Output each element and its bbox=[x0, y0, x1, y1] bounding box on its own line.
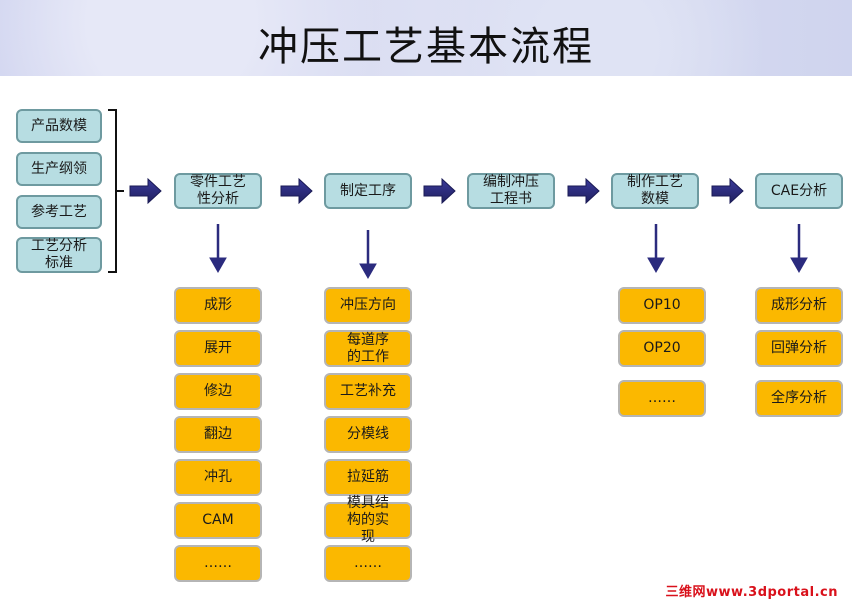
input-box-product-model: 产品数模 bbox=[16, 109, 102, 143]
item-label: 修边 bbox=[204, 383, 232, 399]
down-arrow-icon bbox=[359, 263, 377, 280]
item-box-pierce: 冲孔 bbox=[174, 459, 262, 496]
watermark: 三维网www.3dportal.cn bbox=[665, 585, 838, 600]
input-bracket bbox=[108, 109, 124, 273]
stage-label: 零件工艺性分析 bbox=[190, 174, 246, 207]
stage-box-part-analysis: 零件工艺性分析 bbox=[174, 173, 262, 209]
item-label: OP20 bbox=[643, 340, 681, 356]
down-arrow-icon bbox=[647, 257, 665, 274]
page-title: 冲压工艺基本流程 bbox=[258, 24, 594, 70]
item-label: 冲压方向 bbox=[340, 297, 396, 313]
item-label: 翻边 bbox=[204, 426, 232, 442]
item-box-stamping-direction: 冲压方向 bbox=[324, 287, 412, 324]
input-box-production-plan: 生产纲领 bbox=[16, 152, 102, 186]
item-box-unfold: 展开 bbox=[174, 330, 262, 367]
stage-box-process-document: 编制冲压工程书 bbox=[467, 173, 555, 209]
item-label: 展开 bbox=[204, 340, 232, 356]
input-box-analysis-standard: 工艺分析标准 bbox=[16, 237, 102, 273]
item-box-die-structure: 模具结构的实现 bbox=[324, 495, 412, 545]
stage-label: 制作工艺数模 bbox=[627, 174, 683, 207]
item-label: 全序分析 bbox=[771, 390, 827, 406]
item-box-op20: OP20 bbox=[618, 330, 706, 367]
item-label: 工艺补充 bbox=[340, 383, 396, 399]
item-box-springback-analysis: 回弹分析 bbox=[755, 330, 843, 367]
item-label: 冲孔 bbox=[204, 469, 232, 485]
item-label: 成形 bbox=[204, 297, 232, 313]
stage-label: CAE分析 bbox=[770, 182, 828, 199]
item-box-more: …… bbox=[618, 380, 706, 417]
item-box-operation-work: 每道序的工作 bbox=[324, 330, 412, 367]
right-arrow-icon bbox=[129, 177, 162, 205]
item-label: 分模线 bbox=[347, 426, 389, 442]
stage-box-cae-analysis: CAE分析 bbox=[755, 173, 843, 209]
item-box-trim: 修边 bbox=[174, 373, 262, 410]
item-box-draw-bead: 拉延筋 bbox=[324, 459, 412, 496]
item-label: 拉延筋 bbox=[347, 469, 389, 485]
stage-box-process-model: 制作工艺数模 bbox=[611, 173, 699, 209]
item-label: …… bbox=[648, 390, 676, 406]
item-label: OP10 bbox=[643, 297, 681, 313]
title-banner bbox=[0, 0, 852, 76]
item-box-more: …… bbox=[324, 545, 412, 582]
input-box-reference-process: 参考工艺 bbox=[16, 195, 102, 229]
item-box-parting-line: 分模线 bbox=[324, 416, 412, 453]
right-arrow-icon bbox=[711, 177, 744, 205]
item-box-cam: CAM bbox=[174, 502, 262, 539]
item-box-full-process-analysis: 全序分析 bbox=[755, 380, 843, 417]
stage-label: 编制冲压工程书 bbox=[483, 174, 539, 207]
input-label: 生产纲领 bbox=[31, 160, 87, 177]
stage-box-define-operations: 制定工序 bbox=[324, 173, 412, 209]
item-label: …… bbox=[204, 555, 232, 571]
item-label: 每道序的工作 bbox=[347, 331, 389, 365]
item-box-more: …… bbox=[174, 545, 262, 582]
item-box-flange: 翻边 bbox=[174, 416, 262, 453]
input-label: 产品数模 bbox=[31, 117, 87, 134]
item-box-addendum: 工艺补充 bbox=[324, 373, 412, 410]
item-label: CAM bbox=[202, 512, 234, 528]
item-label: 模具结构的实现 bbox=[347, 495, 389, 545]
right-arrow-icon bbox=[567, 177, 600, 205]
input-label: 工艺分析标准 bbox=[31, 238, 87, 271]
item-label: 成形分析 bbox=[771, 297, 827, 313]
down-arrow-icon bbox=[209, 257, 227, 274]
item-box-forming-analysis: 成形分析 bbox=[755, 287, 843, 324]
item-label: …… bbox=[354, 555, 382, 571]
stage-label: 制定工序 bbox=[340, 182, 396, 199]
item-label: 回弹分析 bbox=[771, 340, 827, 356]
item-box-forming: 成形 bbox=[174, 287, 262, 324]
item-box-op10: OP10 bbox=[618, 287, 706, 324]
right-arrow-icon bbox=[280, 177, 313, 205]
input-label: 参考工艺 bbox=[31, 203, 87, 220]
down-arrow-icon bbox=[790, 257, 808, 274]
right-arrow-icon bbox=[423, 177, 456, 205]
